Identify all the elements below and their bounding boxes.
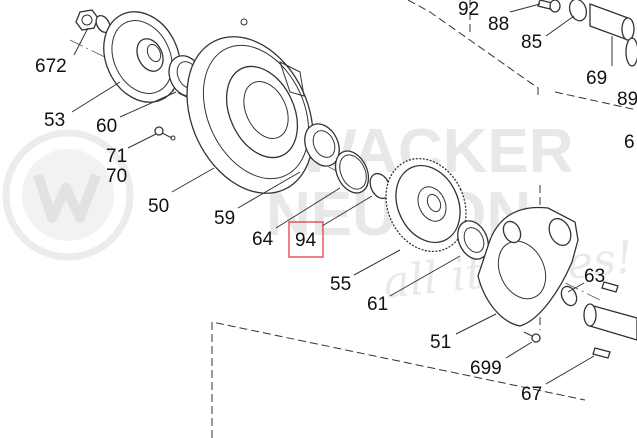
watermark-logo-ring: [2, 129, 134, 261]
leader-50: [171, 167, 215, 193]
leader-672: [73, 27, 89, 56]
leader-64: [275, 187, 341, 229]
label-63[interactable]: 63: [584, 266, 605, 287]
housing-bearing-seat: [225, 65, 299, 159]
lower-boundary-line: [211, 321, 586, 438]
leader-88: [509, 3, 541, 13]
highlight-box: [288, 221, 324, 258]
part-71-screw: [154, 126, 176, 141]
part-61-shim: [457, 220, 489, 260]
screw-washer: [170, 135, 176, 141]
label-92[interactable]: 92: [458, 0, 479, 20]
leader-71: [127, 133, 157, 149]
label-699[interactable]: 699: [470, 358, 502, 379]
cover-plate-opening: [497, 240, 547, 300]
cover-plate-boss: [548, 217, 572, 247]
leader-51: [455, 313, 497, 335]
gear-hub: [417, 186, 447, 222]
nut-bore: [81, 14, 93, 26]
key-upper: [601, 281, 619, 293]
leader-67: [545, 355, 595, 385]
part-69-shaft-end: [621, 17, 635, 41]
leader-699: [505, 341, 533, 359]
label-59[interactable]: 59: [214, 208, 235, 229]
part-59-bearing: [304, 123, 340, 167]
shim-inner: [463, 227, 485, 253]
screw-shank: [161, 132, 173, 139]
key-67: [592, 347, 611, 359]
housing-rib: [279, 61, 305, 97]
label-88[interactable]: 88: [488, 14, 509, 35]
nut-hex: [75, 9, 99, 31]
label-71[interactable]: 71: [106, 146, 127, 167]
label-55[interactable]: 55: [330, 274, 351, 295]
screw-699-shank: [523, 331, 533, 337]
label-61[interactable]: 61: [367, 294, 388, 315]
leader-60: [119, 91, 177, 118]
label-94[interactable]: 94: [295, 230, 317, 251]
part-51-cover-plate: [477, 206, 579, 327]
housing-bolt-hole: [240, 18, 248, 26]
part-50-housing: [186, 18, 314, 194]
leader-59: [237, 171, 301, 209]
part-63-oring-and-shaft: [560, 281, 637, 341]
label-6[interactable]: 6: [624, 132, 635, 153]
label-64[interactable]: 64: [252, 229, 274, 250]
part-55-gear: [385, 157, 467, 253]
snap-ring-inner: [339, 154, 367, 190]
flange-bore: [146, 43, 162, 63]
cover-plate-bearing: [502, 220, 522, 244]
watermark-logo-w: [33, 173, 101, 223]
label-672[interactable]: 672: [35, 56, 67, 77]
part-88-washer: [549, 0, 561, 13]
label-67[interactable]: 67: [521, 384, 542, 405]
part-53-flange-cover: [103, 11, 181, 103]
upper-boundary-line: [407, 0, 539, 98]
right-boundary-line: [554, 91, 637, 111]
housing-bore: [243, 81, 289, 139]
label-50[interactable]: 50: [148, 196, 169, 217]
screw-699-head: [531, 333, 541, 343]
leader-63: [567, 282, 585, 293]
label-51[interactable]: 51: [430, 332, 451, 353]
part-labels: 672 53 60 71 70 50 59 64 94 55 61 51 699…: [35, 0, 637, 405]
label-60[interactable]: 60: [96, 116, 117, 137]
screw-head: [154, 126, 164, 136]
housing-rim: [202, 44, 310, 180]
flange-inner: [111, 20, 173, 94]
part-64-snap-ring: [334, 150, 370, 194]
label-70[interactable]: 70: [106, 166, 127, 187]
label-69[interactable]: 69: [586, 68, 607, 89]
top-right-parts: [537, 0, 637, 67]
bearing-outer: [304, 123, 340, 167]
part-85-seal: [568, 0, 588, 22]
leader-85: [545, 15, 575, 37]
part-89-gear: [625, 37, 637, 67]
part-67-key: [592, 347, 611, 359]
leader-lines: [71, 3, 613, 385]
leader-53: [71, 81, 121, 113]
label-53[interactable]: 53: [44, 110, 65, 131]
label-89[interactable]: 89: [617, 89, 637, 110]
shaft-end: [583, 303, 597, 327]
leader-94: [321, 195, 373, 227]
label-85[interactable]: 85: [521, 32, 542, 53]
leader-61: [389, 255, 461, 297]
leader-55: [353, 249, 401, 276]
shaft: [589, 304, 637, 341]
part-699-screw: [523, 331, 541, 343]
part-672-nut: [75, 9, 111, 34]
bearing-inner: [312, 130, 336, 158]
gear-bore: [426, 193, 442, 213]
o-ring-63: [560, 285, 578, 307]
